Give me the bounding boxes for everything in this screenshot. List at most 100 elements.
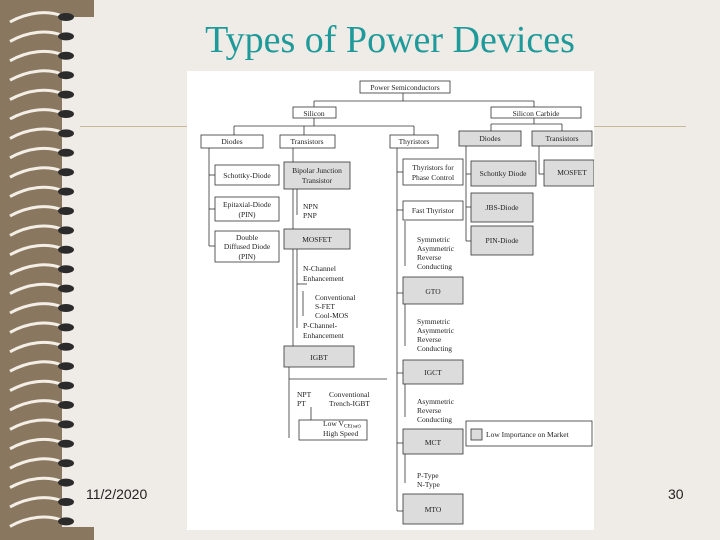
- spiral-ring: [9, 496, 63, 509]
- mct-box: [402, 428, 464, 455]
- si-diodes-label: Diodes: [221, 137, 242, 146]
- sic-schottky-box: [470, 160, 537, 187]
- spiral-ring: [9, 263, 63, 276]
- spiral-hole: [58, 323, 74, 332]
- conventional-label: Conventional: [315, 293, 355, 302]
- spiral-hole: [58, 187, 74, 196]
- spiral-ring: [9, 321, 63, 334]
- thy-phase-label-1: Thyristors for: [412, 163, 454, 172]
- schottky-diode-box: [214, 164, 280, 186]
- silicon-carbide-label: Silicon Carbide: [513, 109, 561, 118]
- spiral-hole: [58, 90, 74, 99]
- spiral-hole: [58, 420, 74, 429]
- silicon-label: Silicon: [303, 109, 325, 118]
- double-label-1: Double: [236, 233, 259, 242]
- spiral-ring: [9, 49, 63, 63]
- spiral-hole: [58, 478, 74, 487]
- bjt-label-2: Transistor: [302, 176, 333, 185]
- igbt-box: [283, 345, 355, 368]
- spiral-hole: [58, 207, 74, 215]
- spiral-ring: [9, 515, 63, 528]
- low-vce-text: Low V: [323, 419, 344, 428]
- spiral-hole: [58, 110, 74, 118]
- slide-page-number: 30: [668, 486, 684, 502]
- reverse-3-label: Reverse: [417, 406, 442, 415]
- mosfet-box: [283, 228, 351, 250]
- sic-diodes-label: Diodes: [479, 134, 500, 143]
- spiral-hole: [58, 265, 74, 274]
- spiral-ring: [9, 146, 63, 160]
- igct-label: IGCT: [424, 368, 442, 377]
- silicon-box: [292, 106, 337, 119]
- pin-diode-label: PIN-Diode: [486, 236, 520, 245]
- nch-label-1: N-Channel: [303, 264, 336, 273]
- thyristor-phase-box: [402, 158, 464, 186]
- spiral-hole: [58, 168, 74, 177]
- conducting-3-label: Conducting: [417, 415, 452, 424]
- spiral-hole: [58, 459, 74, 468]
- spiral-ring: [9, 340, 63, 354]
- conducting-2-label: Conducting: [417, 344, 452, 353]
- power-devices-diagram: Power Semiconductors Silicon Silicon Car…: [187, 71, 594, 530]
- spiral-ring: [9, 108, 63, 121]
- sfet-label: S-FET: [315, 302, 335, 311]
- spiral-ring: [9, 302, 63, 315]
- gto-box: [402, 276, 464, 305]
- spiral-ring: [9, 418, 63, 431]
- spiral-ring: [9, 360, 63, 373]
- sic-transistors-box: [531, 130, 593, 147]
- vce-subscript: CE(sat): [344, 423, 361, 430]
- si-transistors-label: Transistors: [290, 137, 323, 146]
- spiral-ring: [9, 379, 63, 392]
- root-box: [359, 80, 451, 94]
- mct-label: MCT: [425, 438, 442, 447]
- spiral-hole: [58, 245, 74, 254]
- si-thyristors-box: [389, 134, 439, 149]
- spiral-hole: [58, 129, 74, 138]
- double-diffused-diode-box: [214, 230, 280, 263]
- mto-box: [402, 493, 464, 525]
- si-transistors-box: [279, 134, 336, 149]
- spiral-binding-icon: [9, 11, 74, 528]
- sic-mosfet-label: MOSFET: [557, 168, 587, 177]
- npt-conventional-label: Conventional: [329, 390, 369, 399]
- sic-transistors-label: Transistors: [545, 134, 578, 143]
- legend-swatch: [470, 428, 483, 441]
- sic-mosfet-box: [543, 159, 594, 187]
- asymmetric-1-label: Asymmetric: [417, 244, 455, 253]
- spiral-hole: [58, 401, 74, 409]
- low-vce-label: Low VCE(sat): [323, 419, 361, 430]
- spiral-ring: [9, 166, 63, 179]
- symmetric-1-label: Symmetric: [417, 235, 451, 244]
- legend-label: Low Importance on Market: [486, 430, 570, 439]
- asymmetric-2-label: Asymmetric: [417, 326, 455, 335]
- root-label: Power Semiconductors: [370, 83, 439, 92]
- npt-label: NPT: [297, 390, 312, 399]
- spiral-ring: [9, 457, 63, 470]
- nch-label-2: Enhancement: [303, 274, 345, 283]
- spiral-ring: [9, 224, 63, 237]
- spiral-hole: [58, 362, 74, 371]
- npn-label: NPN: [303, 202, 319, 211]
- ptype-label: P-Type: [417, 471, 439, 480]
- symmetric-2-label: Symmetric: [417, 317, 451, 326]
- spiral-ring: [9, 69, 63, 82]
- si-thyristors-label: Thyristors: [399, 137, 430, 146]
- mosfet-label: MOSFET: [302, 235, 332, 244]
- gto-label: GTO: [425, 287, 441, 296]
- double-label-3: (PIN): [238, 252, 256, 261]
- igct-box: [402, 359, 464, 385]
- jbs-label: JBS-Diode: [486, 203, 520, 212]
- high-speed-label: High Speed: [323, 429, 358, 438]
- pch-label-1: P-Channel-: [303, 321, 338, 330]
- ntype-label: N-Type: [417, 480, 440, 489]
- epitaxial-label-1: Epitaxial-Diode: [223, 200, 272, 209]
- spiral-ring: [9, 30, 63, 43]
- diagram-connectors: [208, 93, 563, 512]
- spiral-hole: [58, 381, 74, 390]
- spiral-hole: [58, 51, 74, 60]
- spiral-hole: [58, 284, 74, 293]
- thy-phase-label-2: Phase Control: [412, 173, 454, 182]
- low-vce-box: [298, 419, 368, 441]
- spiral-hole: [58, 342, 74, 351]
